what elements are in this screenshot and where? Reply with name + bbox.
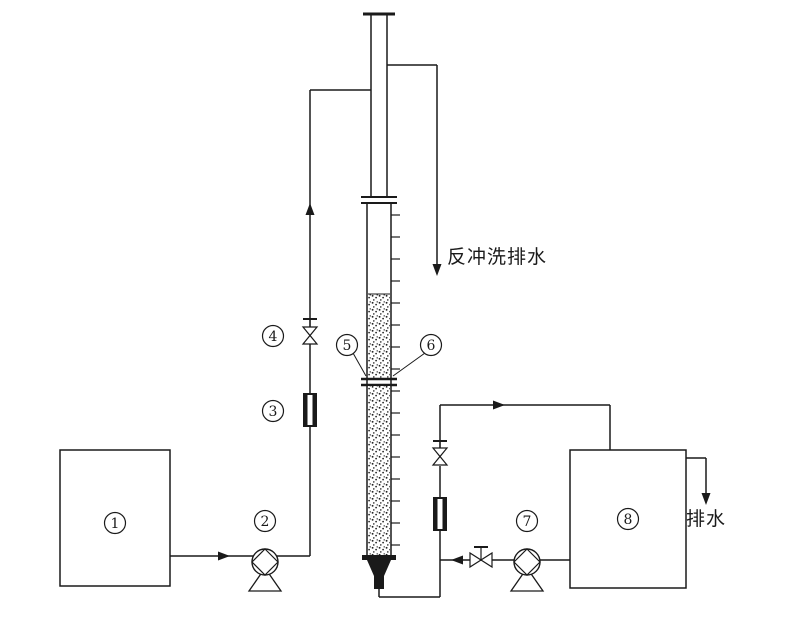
pipe-feed-to-column (170, 89, 371, 557)
flowmeter-backwash-tube (437, 499, 443, 529)
flowmeter-backwash (433, 497, 447, 531)
backwash-drain-label: 反冲洗排水 (447, 246, 547, 268)
label-circle (261, 324, 285, 348)
valve-4-body-bottom (301, 334, 319, 345)
label-circle (616, 507, 640, 531)
label-number: 7 (523, 514, 532, 530)
filter-column (361, 12, 400, 589)
label-valve-4: 4 (261, 324, 285, 348)
label-number: 6 (427, 338, 436, 354)
label-circle (419, 333, 443, 357)
valve-backwash-body-left (469, 551, 483, 569)
label-number: 4 (269, 329, 278, 345)
label-pump-2: 2 (253, 509, 277, 533)
drain-label: 排水 (686, 508, 726, 530)
label-bed-5: 5 (335, 333, 359, 357)
valve-4-body-top (301, 326, 319, 337)
arrow-drain-down (701, 493, 711, 505)
valve-4 (301, 318, 319, 345)
label-tank-8: 8 (616, 507, 640, 531)
label-bed-6: 6 (419, 333, 443, 357)
flowmeter-3-tube (307, 395, 313, 425)
pump-2 (247, 548, 283, 592)
label-number: 2 (261, 514, 270, 530)
pump-7 (509, 548, 545, 592)
label-number: 5 (343, 338, 352, 354)
arrow-backwash-down (432, 264, 442, 276)
packed-bed-upper (368, 294, 390, 378)
flowmeter-3 (303, 393, 317, 427)
pump-2-body (251, 548, 279, 576)
label-circle (261, 399, 285, 423)
arrow-backwash-left (451, 555, 463, 565)
arrow-effluent-right (493, 400, 505, 410)
column-bottom-flange (362, 555, 396, 560)
label-circle (335, 333, 359, 357)
column-scale-ticks (391, 214, 400, 546)
pump-7-impeller-diamond (513, 548, 541, 576)
pump-2-impeller-diamond (251, 548, 279, 576)
label-number: 3 (269, 404, 278, 420)
flow-arrows (218, 203, 711, 565)
packed-bed-lower (368, 386, 390, 555)
pipe-backwash-drain (387, 64, 438, 264)
valve-effluent-body-bottom (431, 455, 449, 466)
label-circle (515, 509, 539, 533)
label-number: 1 (111, 516, 120, 532)
arrow-feed-right (218, 551, 230, 561)
valve-effluent-body-top (431, 447, 449, 458)
valve-backwash (469, 546, 493, 569)
label-tank-1: 1 (103, 511, 127, 535)
leader-label-6 (392, 352, 426, 377)
label-flowmeter-3: 3 (261, 399, 285, 423)
leader-label-5 (352, 352, 367, 377)
pump-2-stand (247, 566, 283, 592)
valve-backwash-body-right (479, 551, 493, 569)
column-bottom-cone (367, 560, 391, 576)
valve-effluent (431, 440, 449, 466)
column-bottom-outlet (374, 576, 384, 589)
pump-7-body (513, 548, 541, 576)
arrow-riser-up (305, 203, 315, 215)
label-circle (103, 511, 127, 535)
label-circle (253, 509, 277, 533)
pump-7-stand (509, 566, 545, 592)
pipe-tank8-drain (686, 457, 707, 494)
label-number: 8 (624, 512, 633, 528)
label-pump-7: 7 (515, 509, 539, 533)
